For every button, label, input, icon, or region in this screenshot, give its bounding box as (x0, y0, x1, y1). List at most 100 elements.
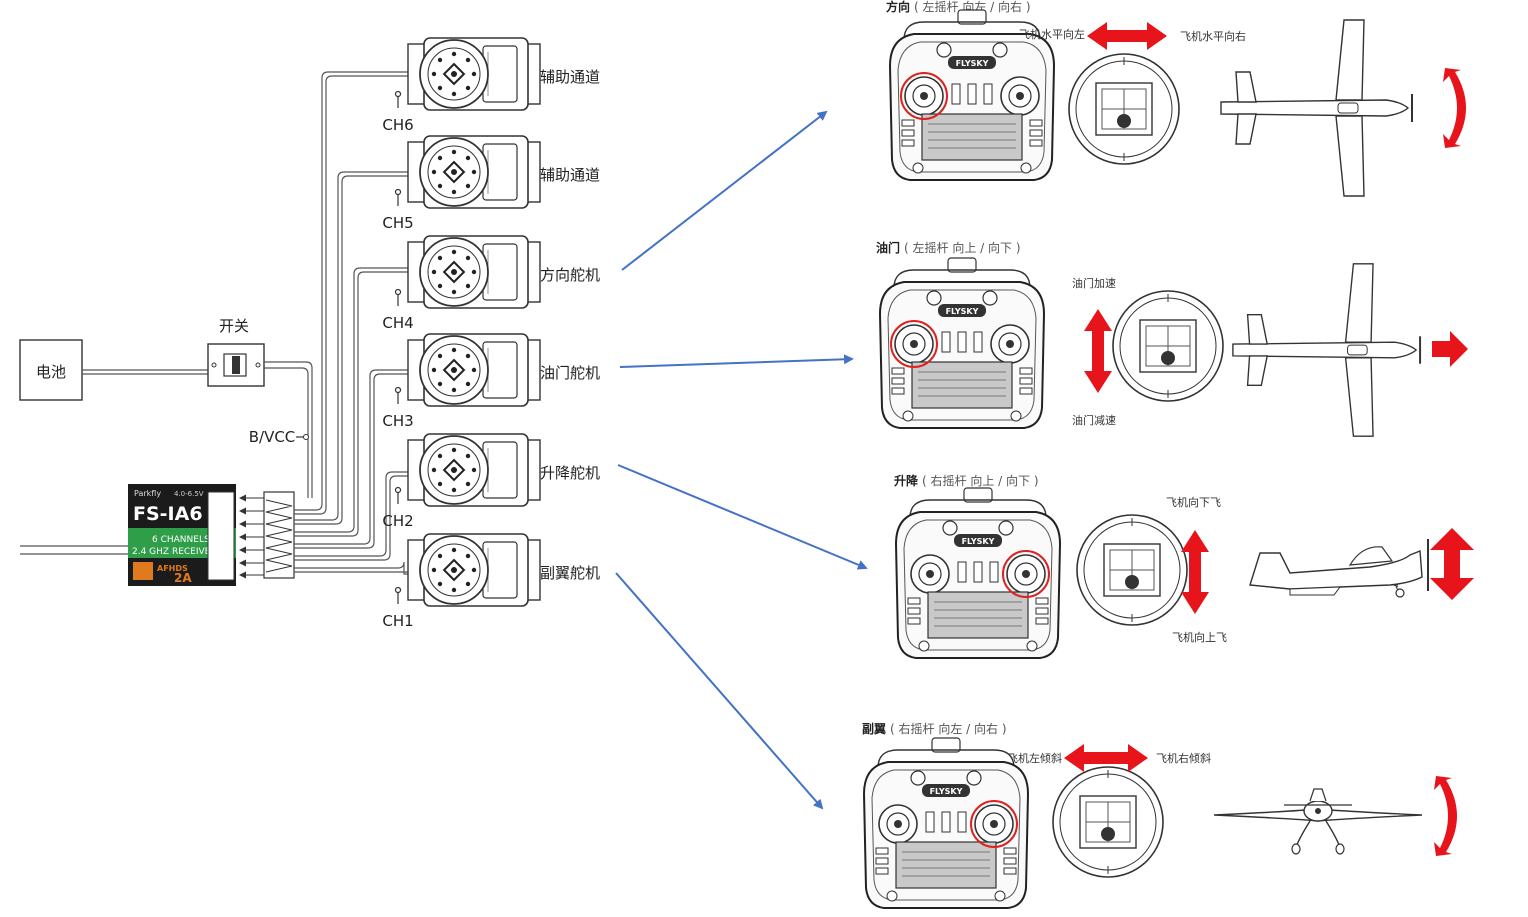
servo-icon (394, 37, 541, 111)
note-b: 油门减速 (1072, 413, 1116, 427)
note-a: 飞机向下飞 (1166, 495, 1221, 509)
channel-label: CH2 (382, 512, 413, 530)
arrow-vertical-throttle (1084, 309, 1112, 393)
servo-icon (394, 235, 541, 309)
control-panel-0: 方向( 左摇杆 向左 / 向右 ) FLYSKY 飞机水平向左 飞机水平向右 (886, 0, 1246, 181)
servo-ch4: CH4 方向舵机 (382, 235, 600, 332)
note-a: 飞机左倾斜 (1007, 751, 1062, 765)
servo-function-label: 升降舵机 (540, 464, 600, 482)
active-stick-highlight (900, 72, 948, 120)
gimbal-dial-icon (1076, 514, 1188, 626)
stick-gimbal (1068, 53, 1180, 165)
servo-ch6: CH6 辅助通道 (382, 37, 600, 134)
panel-heading: 升降( 右摇杆 向上 / 向下 ) (894, 473, 1039, 488)
stick-knob-icon (1101, 827, 1115, 841)
channel-label: CH3 (382, 412, 413, 430)
stick-gimbal (1076, 514, 1188, 626)
connector-rudder (621, 110, 828, 271)
panel-title: 方向 (886, 0, 910, 14)
panel-heading: 副翼 ( 右摇杆 向左 / 向右 ) (862, 721, 1007, 736)
stick-knob-icon (1117, 114, 1131, 128)
receiver-line1: 6 CHANNELS (152, 535, 210, 545)
receiver-voltage: 4.0-6.5V (174, 490, 204, 498)
airplane-front-aileron (1213, 788, 1423, 855)
transmitter-brand: FLYSKY (946, 307, 979, 316)
panel-heading: 方向( 左摇杆 向左 / 向右 ) (886, 0, 1031, 14)
airplane-side-elevator (1249, 539, 1429, 598)
servo-function-label: 辅助通道 (540, 68, 600, 86)
note-b: 飞机水平向右 (1180, 29, 1246, 43)
control-panel-3: 副翼 ( 右摇杆 向左 / 向右 ) FLYSKY 飞机左倾斜 飞机右倾斜 (862, 721, 1211, 909)
gimbal-dial-icon (1112, 290, 1224, 402)
servo-ch1: CH1 副翼舵机 (382, 533, 600, 630)
receiver-model: FS-IA6 (133, 503, 203, 525)
panel-title: 升降 (894, 473, 919, 488)
note-b: 飞机右倾斜 (1156, 751, 1211, 765)
switch-label: 开关 (219, 317, 249, 335)
panel-subtitle: ( 左摇杆 向上 / 向下 ) (904, 240, 1020, 255)
servo-function-label: 方向舵机 (540, 266, 600, 284)
servo-ch2: CH2 升降舵机 (382, 433, 600, 530)
connector-aileron (615, 572, 824, 810)
servo-function-label: 副翼舵机 (540, 564, 600, 582)
bvcc-label: B/VCC (249, 428, 296, 446)
receiver: Parkfly 4.0-6.5V FS-IA6 6 CHANNELS 2.4 G… (128, 484, 236, 586)
airplane-top-rudder (1220, 19, 1413, 197)
stick-gimbal (1112, 290, 1224, 402)
transmitter: FLYSKY (889, 9, 1055, 181)
stick-gimbal (1052, 766, 1164, 878)
transmitter-icon (895, 487, 1061, 659)
servo-icon (394, 135, 541, 209)
transmitter-brand: FLYSKY (930, 787, 963, 796)
transmitter-brand: FLYSKY (962, 537, 995, 546)
active-stick-highlight (970, 800, 1018, 848)
panel-heading: 油门 ( 左摇杆 向上 / 向下 ) (876, 240, 1021, 255)
arrow-curved-rudder (1443, 68, 1466, 148)
servo-ch3: CH3 油门舵机 (382, 333, 600, 430)
note-a: 飞机水平向左 (1019, 27, 1085, 41)
arrow-vertical-elevator (1181, 530, 1209, 614)
servo-ch5: CH5 辅助通道 (382, 135, 600, 232)
receiver-brand: Parkfly (134, 489, 161, 498)
gimbal-dial-icon (1052, 766, 1164, 878)
transmitter-icon (863, 737, 1029, 909)
receiver-badge: AFHDS (157, 564, 188, 573)
connector-elevator (617, 464, 868, 570)
arrow-horizontal-rudder (1087, 22, 1167, 50)
receiver-arrows (239, 494, 264, 579)
note-b: 飞机向上飞 (1172, 630, 1227, 644)
transmitter: FLYSKY (863, 737, 1029, 909)
channel-label: CH4 (382, 314, 413, 332)
channel-label: CH6 (382, 116, 413, 134)
stick-knob-icon (1125, 575, 1139, 589)
gimbal-dial-icon (1068, 53, 1180, 165)
active-stick-highlight (890, 320, 938, 368)
transmitter-icon (879, 257, 1045, 429)
servo-icon (394, 533, 541, 607)
channel-label: CH1 (382, 612, 413, 630)
stick-knob-icon (1161, 351, 1175, 365)
note-a: 油门加速 (1072, 276, 1116, 290)
transmitter-brand: FLYSKY (956, 59, 989, 68)
airplane-top-throttle (1231, 262, 1422, 438)
arrow-vertical-elevator-plane (1430, 528, 1474, 600)
servo-icon (394, 433, 541, 507)
panel-subtitle: ( 右摇杆 向左 / 向右 ) (890, 721, 1006, 736)
arrow-right-throttle-plane (1432, 331, 1468, 367)
panel-subtitle: ( 右摇杆 向上 / 向下 ) (922, 473, 1038, 488)
connector-throttle (619, 354, 854, 368)
panel-title: 油门 (876, 240, 900, 255)
transmitter: FLYSKY (879, 257, 1045, 429)
servo-function-label: 油门舵机 (540, 364, 600, 382)
panel-title: 副翼 (862, 721, 886, 736)
battery-box (19, 339, 83, 401)
servo-icon (394, 333, 541, 407)
servo-function-label: 辅助通道 (540, 166, 600, 184)
arrow-curved-aileron (1434, 776, 1457, 856)
receiver-line2: 2.4 GHZ RECEIVER (132, 547, 217, 557)
arrow-horizontal-aileron (1064, 744, 1148, 772)
channel-label: CH5 (382, 214, 413, 232)
transmitter: FLYSKY (895, 487, 1061, 659)
